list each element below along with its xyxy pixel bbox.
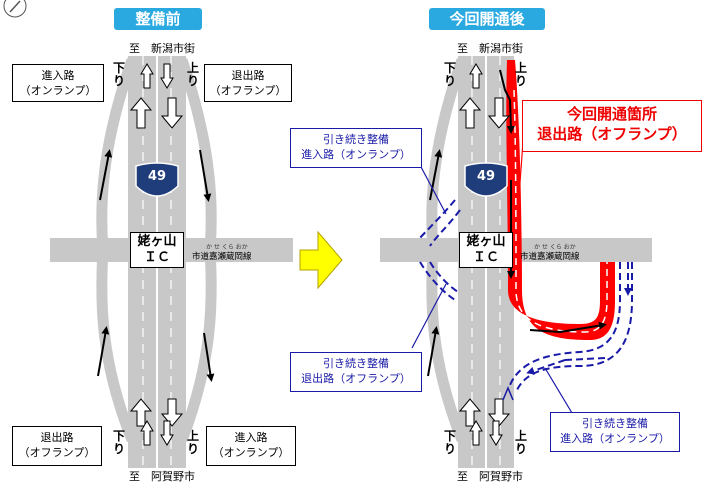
lane-label-up: 上り [514,61,527,88]
lane-label-up: 上り [514,429,527,456]
before-offramp-bottom-label: 退出路 （オフランプ） [12,426,102,466]
label-line: 今回開通箇所 [566,105,657,123]
label-line: 引き続き整備 [323,133,389,146]
before-ramp-arrows [97,149,215,382]
interchange-name: 姥ヶ山 [137,234,177,249]
title-after: 今回開通後 [429,8,545,30]
crossroad-name: 市道嘉瀬蔵岡線 [520,252,580,262]
route-number: 49 [476,169,496,184]
lane-label-down: 下り [112,61,125,88]
label-line: 退出路 [40,431,74,444]
label-line: 引き続き整備 [323,357,389,370]
interchange-suffix: ＩＣ [472,250,499,265]
label-line: 引き続き整備 [582,417,648,430]
crossroad-ruby: か せ くら おか [534,244,576,251]
route-shield-icon [135,162,179,197]
before-offramp-top-label: 退出路 （オフランプ） [204,64,292,102]
lane-label-down: 下り [443,429,456,456]
label-line: 進入路（オンランプ） [301,148,411,161]
direction-north: 至 新潟市街 [457,42,523,55]
before-lane-arrows [129,63,184,446]
interchange-name: 姥ヶ山 [466,234,506,249]
pencil-icon [3,0,27,18]
right-arrow-icon [299,230,343,290]
route-number: 49 [147,169,167,184]
after-ramp-arrows [427,149,443,377]
label-line: 退出路 [231,69,265,82]
label-line: （オフランプ） [18,446,96,459]
crossroad-ruby: か せ くら おか [206,244,248,251]
lane-label-down: 下り [112,429,125,456]
lane-label-down: 下り [443,61,456,88]
label-line: 進入路 [41,69,75,82]
lane-label-up: 上り [186,61,199,88]
crossroad-name: 市道嘉瀬蔵岡線 [192,252,252,262]
opened-offramp-label: 今回開通箇所 退出路（オフランプ） [522,100,702,152]
interchange-suffix: ＩＣ [143,250,170,265]
before-onramp-bottom-label: 進入路 （オンランプ） [206,426,296,466]
before-onramp-top-label: 進入路 （オンランプ） [12,64,104,102]
planned-offramp-bottom-label: 引き続き整備 退出路（オフランプ） [290,352,422,392]
planned-onramp-top-label: 引き続き整備 進入路（オンランプ） [290,128,422,168]
label-line: 進入路 [234,431,268,444]
label-line: 退出路（オフランプ） [537,125,687,143]
planned-onramp-bottom-label: 引き続き整備 進入路（オンランプ） [550,412,680,452]
after-planned-ramps [419,199,633,393]
label-line: 退出路（オフランプ） [301,372,411,385]
interchange-label: 姥ヶ山 ＩＣ [130,232,184,268]
lane-label-up: 上り [186,429,199,456]
label-line: （オンランプ） [19,84,97,97]
direction-south: 至 阿賀野市 [457,470,523,483]
direction-north: 至 新潟市街 [129,42,195,55]
interchange-label: 姥ヶ山 ＩＣ [459,232,513,268]
label-line: （オンランプ） [212,446,290,459]
title-before: 整備前 [114,8,202,30]
after-lane-arrows [458,63,511,446]
label-line: （オフランプ） [209,84,287,97]
label-line: 進入路（オンランプ） [560,432,670,445]
route-shield-icon [464,162,508,197]
direction-south: 至 阿賀野市 [129,470,195,483]
